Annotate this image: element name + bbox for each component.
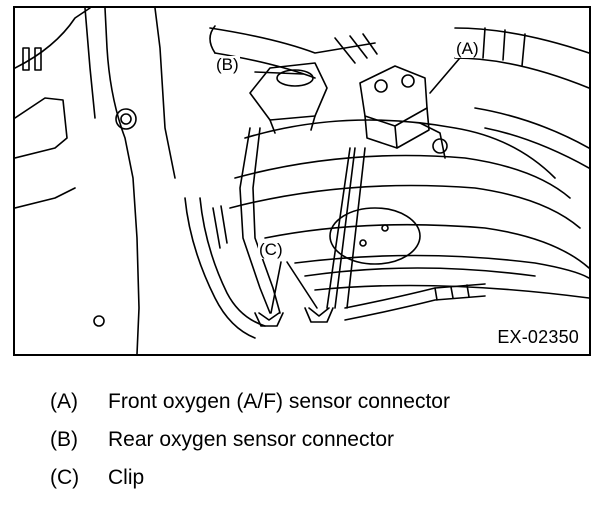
clip-illustration bbox=[254, 307, 334, 327]
front-sensor-connector-illustration bbox=[326, 65, 448, 309]
hose-top-right bbox=[454, 27, 589, 169]
rear-sensor-connector-illustration bbox=[239, 62, 328, 314]
legend-key: (C) bbox=[50, 466, 80, 489]
lower-tube bbox=[184, 197, 486, 339]
figure-id: EX-02350 bbox=[497, 327, 579, 347]
legend-item-c: (C) Clip bbox=[50, 459, 450, 497]
hose-top-middle bbox=[209, 25, 378, 79]
legend-text: Clip bbox=[108, 466, 145, 489]
legend-item-b: (B) Rear oxygen sensor connector bbox=[50, 421, 450, 459]
leader-lines bbox=[254, 51, 466, 314]
callout-c: (C) bbox=[258, 240, 284, 259]
legend-key: (B) bbox=[50, 428, 78, 451]
legend-text: Front oxygen (A/F) sensor connector bbox=[108, 390, 450, 413]
legend: (A) Front oxygen (A/F) sensor connector … bbox=[50, 383, 450, 497]
callout-a: (A) bbox=[455, 39, 480, 58]
legend-key: (A) bbox=[50, 390, 78, 413]
callout-b: (B) bbox=[215, 55, 240, 74]
heat-shield bbox=[229, 119, 589, 299]
legend-item-a: (A) Front oxygen (A/F) sensor connector bbox=[50, 383, 450, 421]
legend-text: Rear oxygen sensor connector bbox=[108, 428, 394, 451]
engine-bay-illustration bbox=[15, 8, 589, 354]
figure-frame: (A) (B) (C) EX-02350 bbox=[13, 6, 591, 356]
body-panel-left bbox=[15, 8, 176, 354]
